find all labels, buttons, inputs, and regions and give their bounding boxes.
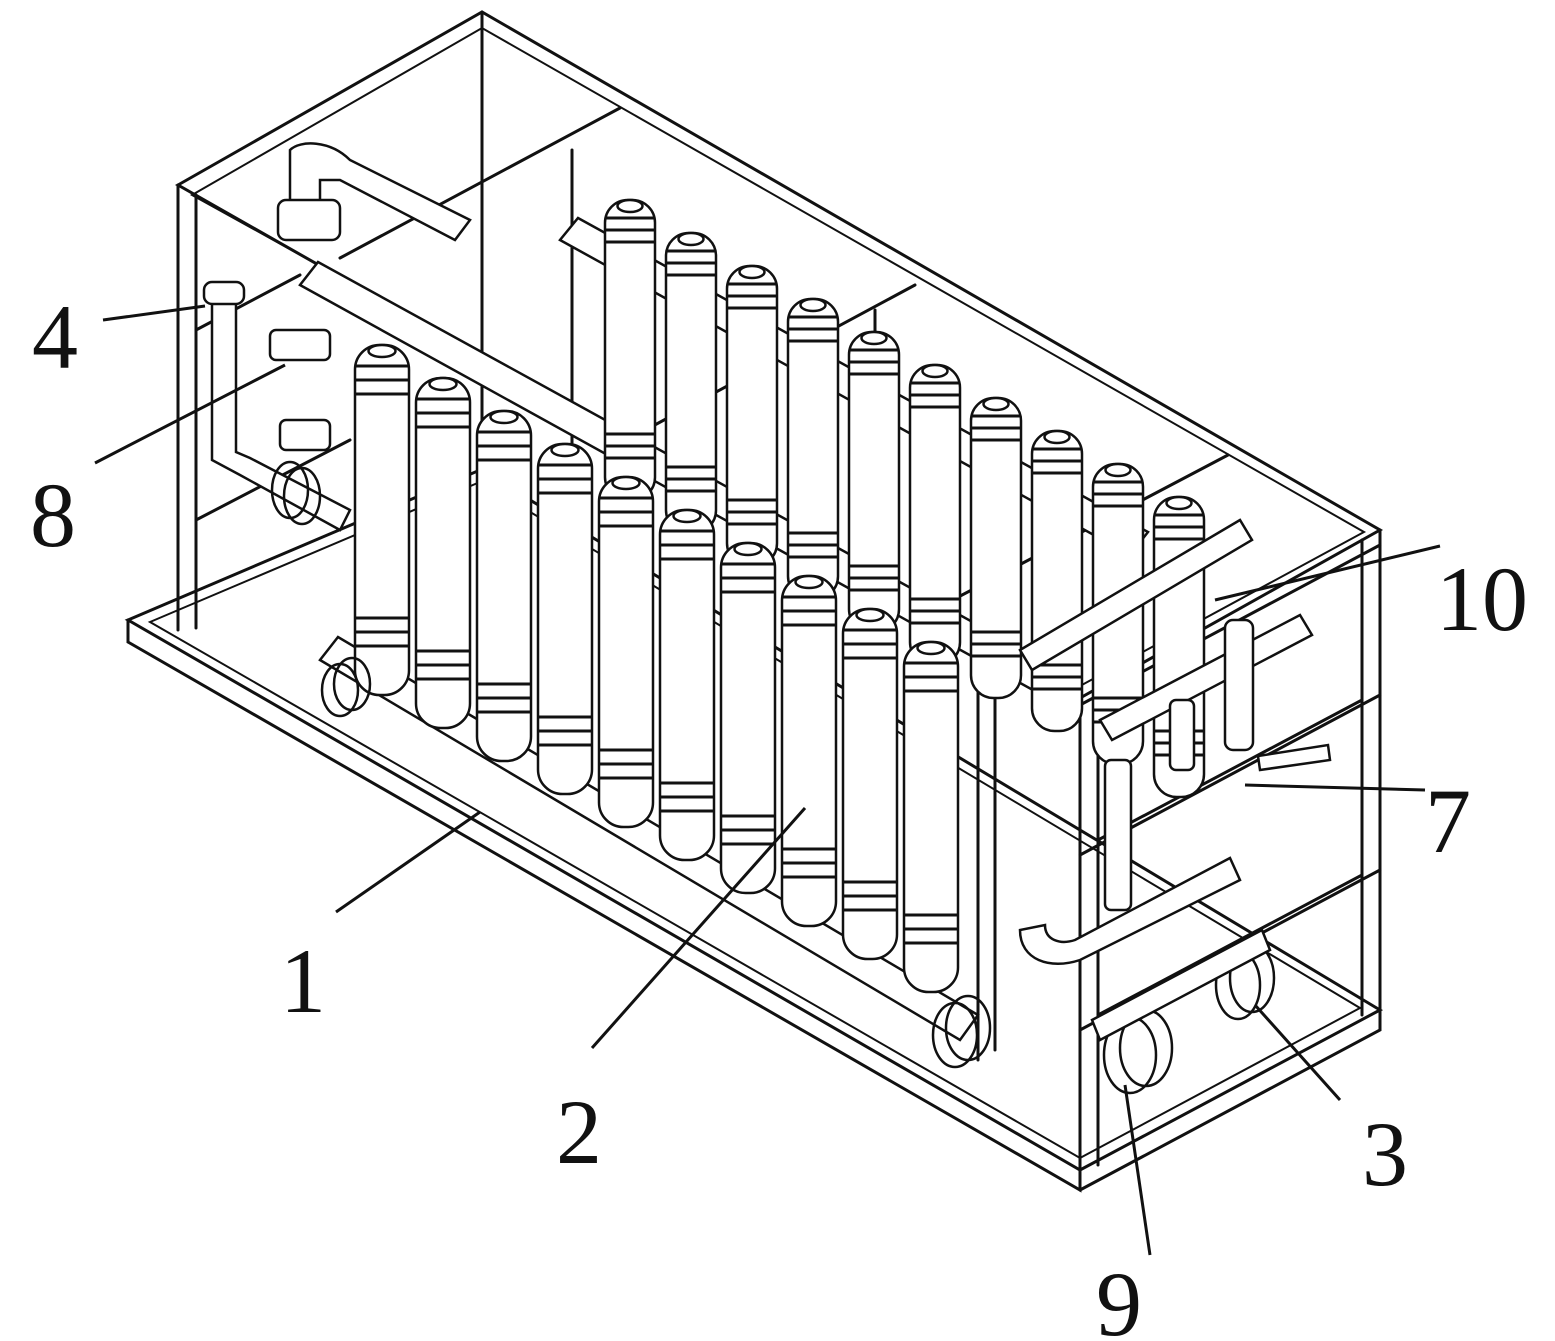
- membrane-module-back-2: [664, 231, 718, 535]
- membrane-module-front-9: [841, 607, 899, 961]
- leader-10: [1214, 544, 1441, 602]
- membrane-module-back-6: [908, 363, 962, 667]
- membrane-module-back-7: [969, 396, 1023, 700]
- membrane-module-front-5: [597, 475, 655, 829]
- callout-7: 7: [1425, 770, 1471, 872]
- callout-1: 1: [280, 930, 326, 1032]
- membrane-module-front-3: [475, 409, 533, 763]
- leader-2: [590, 807, 807, 1049]
- leader-8: [94, 363, 286, 465]
- callout-8: 8: [30, 464, 76, 566]
- membrane-module-front-4: [536, 442, 594, 796]
- left-end-pipework: [202, 142, 472, 532]
- leader-4: [102, 304, 206, 322]
- membrane-module-front-8: [780, 574, 838, 928]
- leader-9: [1123, 1084, 1152, 1256]
- leader-7: [1244, 783, 1426, 792]
- callout-3: 3: [1362, 1103, 1408, 1205]
- leader-3: [1253, 1003, 1342, 1102]
- membrane-module-back-8: [1030, 429, 1084, 733]
- leader-1: [335, 810, 481, 914]
- membrane-modules-front: [353, 343, 960, 994]
- callout-labels: 4 8 10 7 1 2 3 9: [30, 286, 1528, 1341]
- membrane-module-back-3: [725, 264, 779, 568]
- callout-2: 2: [556, 1081, 602, 1183]
- membrane-module-front-1: [353, 343, 411, 697]
- membrane-module-front-10: [902, 640, 960, 994]
- membrane-module-front-2: [414, 376, 472, 730]
- callout-9: 9: [1096, 1253, 1142, 1341]
- leader-lines: [94, 304, 1441, 1256]
- right-end-pipework: [320, 518, 1332, 1095]
- membrane-module-back-5: [847, 330, 901, 634]
- membrane-module-front-6: [658, 508, 716, 862]
- callout-4: 4: [32, 286, 78, 388]
- callout-10: 10: [1436, 548, 1528, 650]
- membrane-module-back-1: [603, 198, 657, 502]
- membrane-module-front-7: [719, 541, 777, 895]
- membrane-module-back-4: [786, 297, 840, 601]
